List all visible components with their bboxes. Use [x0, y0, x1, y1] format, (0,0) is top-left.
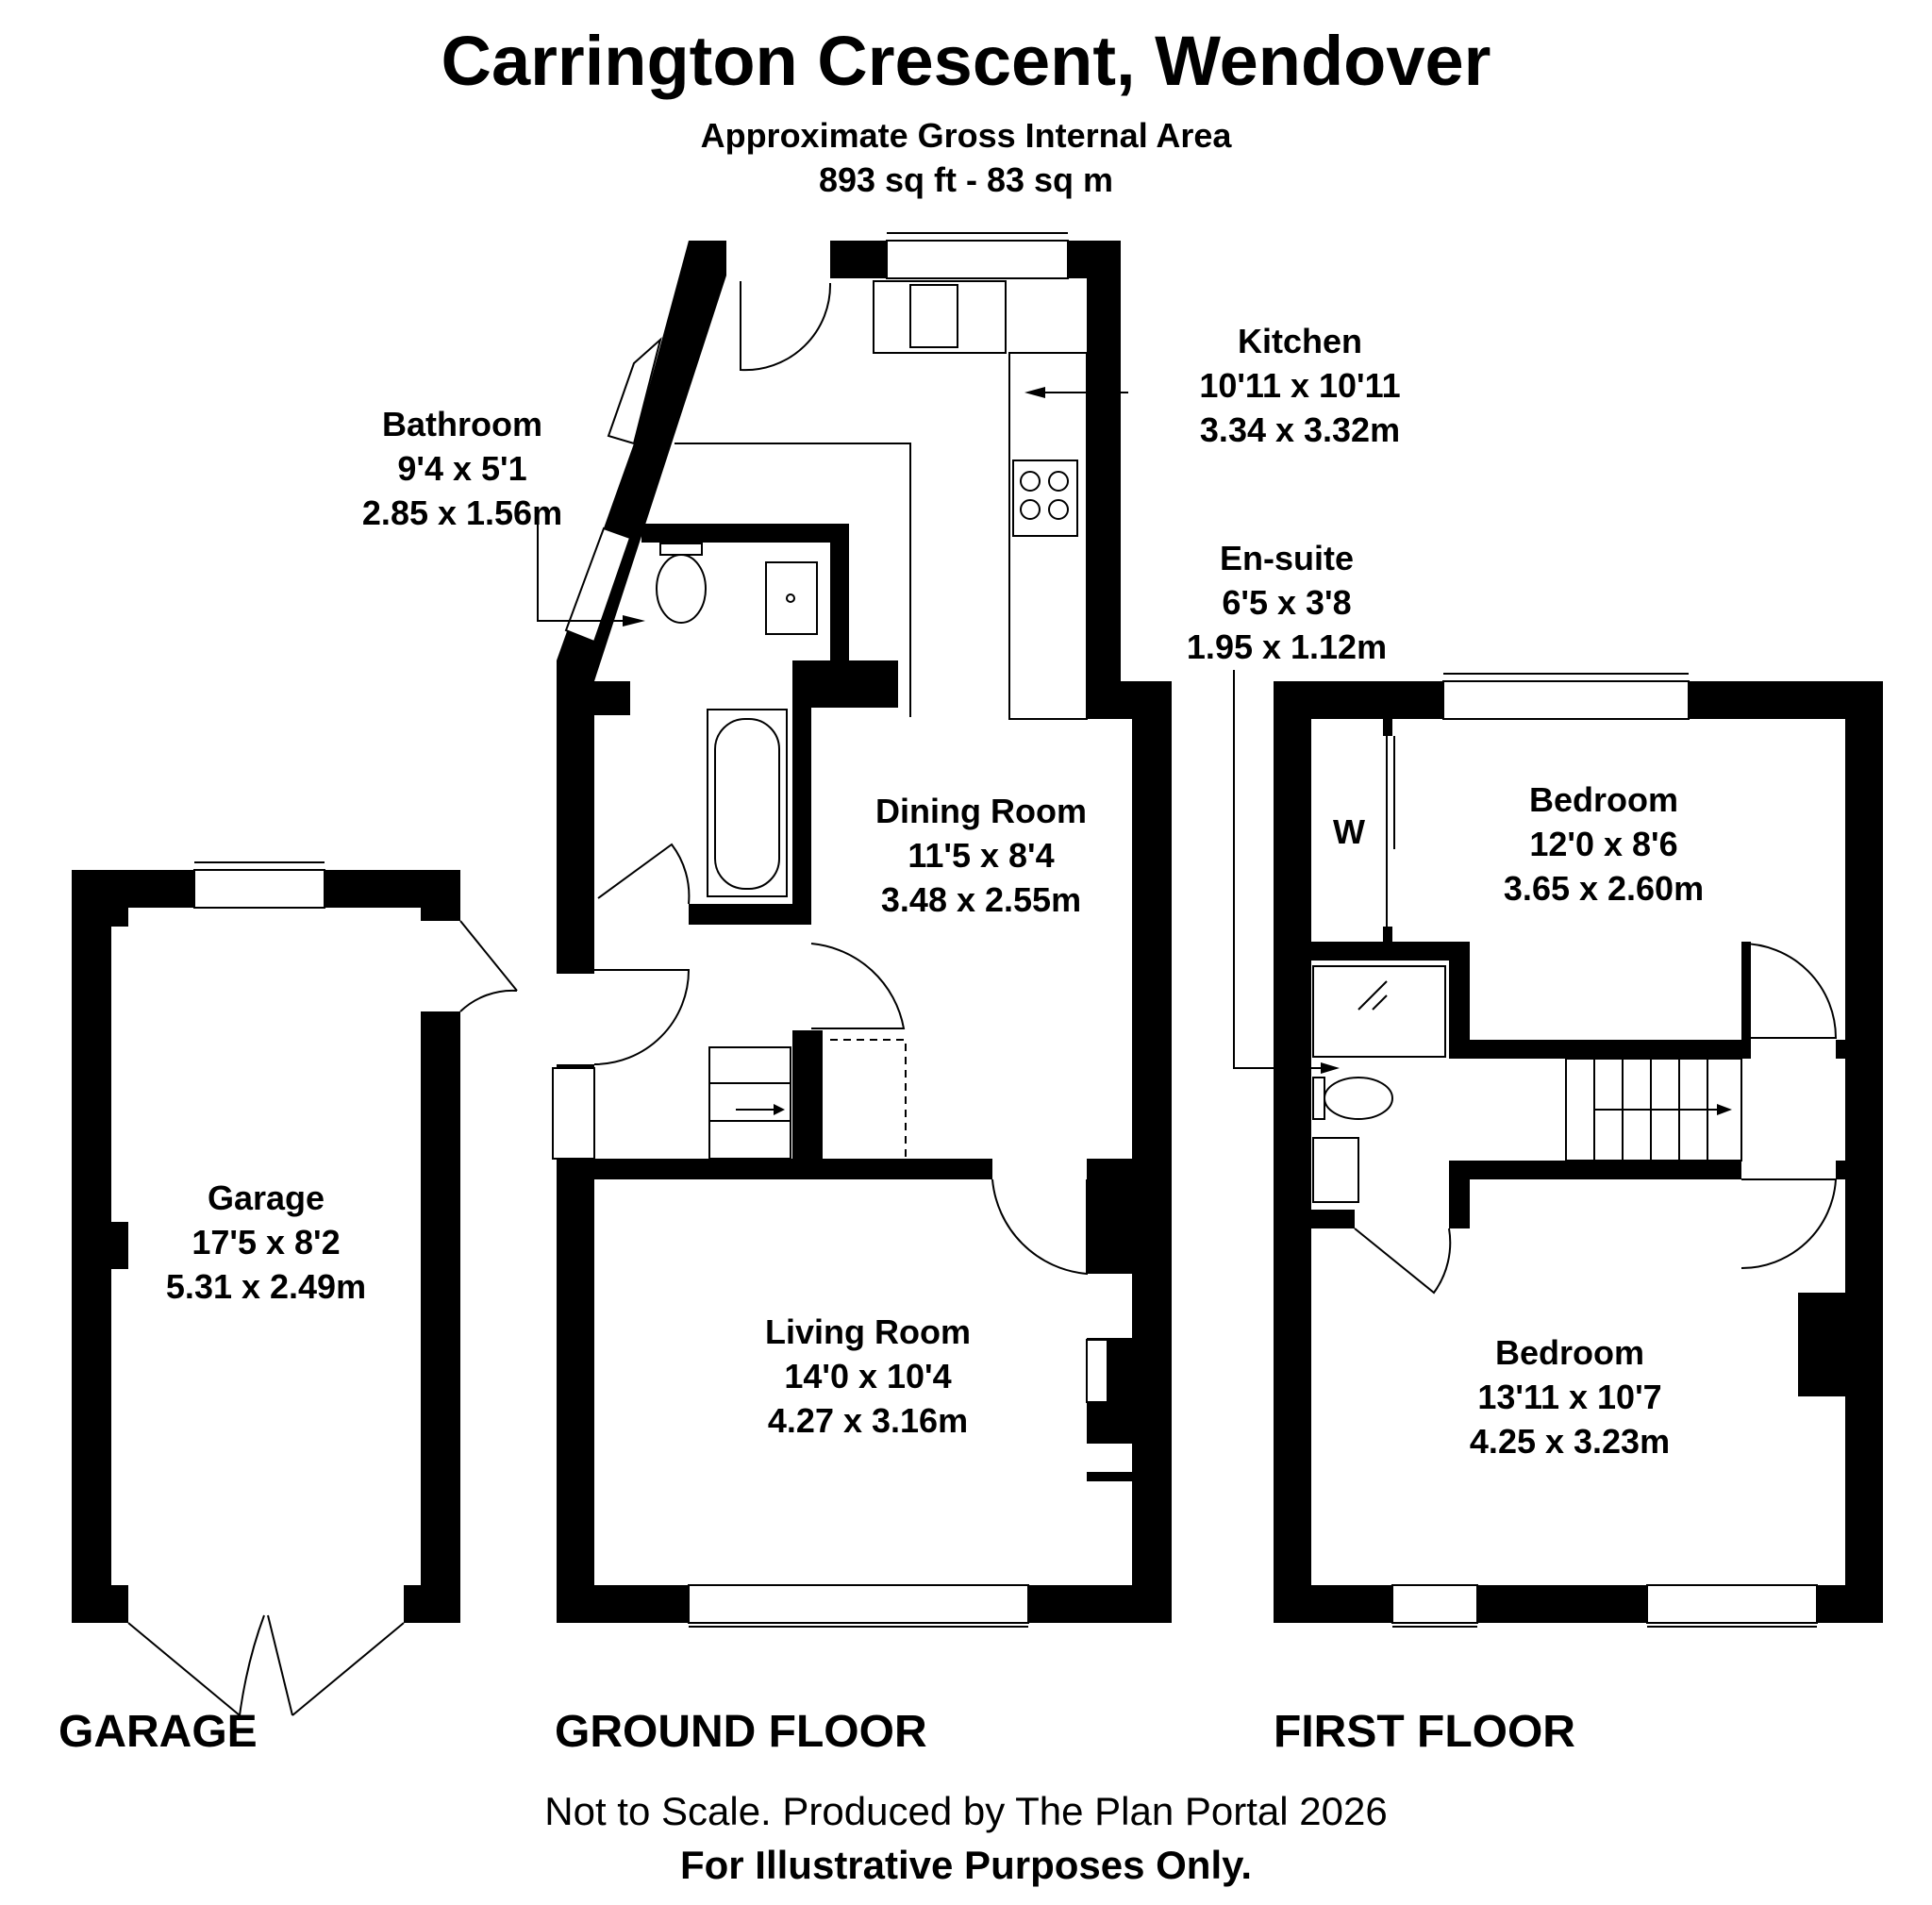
first-floor-plan — [1233, 670, 1883, 1628]
room-dim-imperial: 11'5 x 8'4 — [908, 836, 1055, 875]
room-dim-imperial: 17'5 x 8'2 — [192, 1223, 341, 1262]
area-label: Approximate Gross Internal Area — [700, 116, 1232, 155]
room-name: Dining Room — [875, 792, 1087, 830]
wardrobe-label: W — [1333, 812, 1365, 851]
room-dim-metric: 1.95 x 1.12m — [1186, 627, 1388, 666]
room-dim-metric: 5.31 x 2.49m — [165, 1267, 367, 1306]
room-dim-metric: 3.48 x 2.55m — [880, 880, 1082, 919]
room-dim-metric: 2.85 x 1.56m — [361, 493, 563, 532]
footer-disclaimer: Not to Scale. Produced by The Plan Porta… — [544, 1789, 1388, 1833]
room-dim-metric: 3.65 x 2.60m — [1503, 869, 1705, 908]
room-label-dining: Dining Room 11'5 x 8'4 3.48 x 2.55m — [875, 789, 1087, 922]
room-label-living: Living Room 14'0 x 10'4 4.27 x 3.16m — [765, 1310, 971, 1443]
room-dim-imperial: 13'11 x 10'7 — [1477, 1378, 1662, 1416]
room-name: Bedroom — [1528, 780, 1679, 819]
floor-heading-garage: GARAGE — [58, 1707, 258, 1757]
room-dim-imperial: 12'0 x 8'6 — [1529, 825, 1678, 863]
room-dim-metric: 4.27 x 3.16m — [767, 1401, 969, 1440]
floor-heading-first: FIRST FLOOR — [1274, 1707, 1575, 1757]
area-block: Approximate Gross Internal Area 893 sq f… — [701, 113, 1232, 202]
room-name: Kitchen — [1237, 322, 1363, 360]
room-dim-imperial: 6'5 x 3'8 — [1222, 583, 1352, 622]
footer-illustrative: For Illustrative Purposes Only. — [679, 1843, 1253, 1887]
room-label-bedroom-2: Bedroom 13'11 x 10'7 4.25 x 3.23m — [1470, 1330, 1670, 1463]
area-value: 893 sq ft - 83 sq m — [818, 160, 1114, 199]
room-name: En-suite — [1219, 539, 1355, 577]
room-name: Garage — [207, 1178, 325, 1217]
room-dim-imperial: 14'0 x 10'4 — [784, 1357, 952, 1395]
room-label-bedroom-1: Bedroom 12'0 x 8'6 3.65 x 2.60m — [1504, 777, 1704, 911]
room-label-ensuite: En-suite 6'5 x 3'8 1.95 x 1.12m — [1187, 536, 1387, 669]
garage-plan — [72, 861, 518, 1716]
room-label-garage: Garage 17'5 x 8'2 5.31 x 2.49m — [166, 1176, 366, 1309]
floor-heading-ground: GROUND FLOOR — [555, 1707, 927, 1757]
plan-title: Carrington Crescent, Wendover — [441, 22, 1491, 100]
room-name: Bedroom — [1494, 1333, 1645, 1372]
room-label-kitchen: Kitchen 10'11 x 10'11 3.34 x 3.32m — [1199, 319, 1400, 452]
room-dim-metric: 3.34 x 3.32m — [1199, 410, 1401, 449]
room-label-bathroom: Bathroom 9'4 x 5'1 2.85 x 1.56m — [362, 402, 562, 535]
room-dim-imperial: 9'4 x 5'1 — [397, 449, 527, 488]
room-name: Living Room — [765, 1312, 971, 1351]
ground-floor-plan — [537, 232, 1172, 1628]
room-dim-metric: 4.25 x 3.23m — [1469, 1422, 1671, 1461]
room-dim-imperial: 10'11 x 10'11 — [1199, 366, 1401, 405]
room-name: Bathroom — [381, 405, 542, 443]
